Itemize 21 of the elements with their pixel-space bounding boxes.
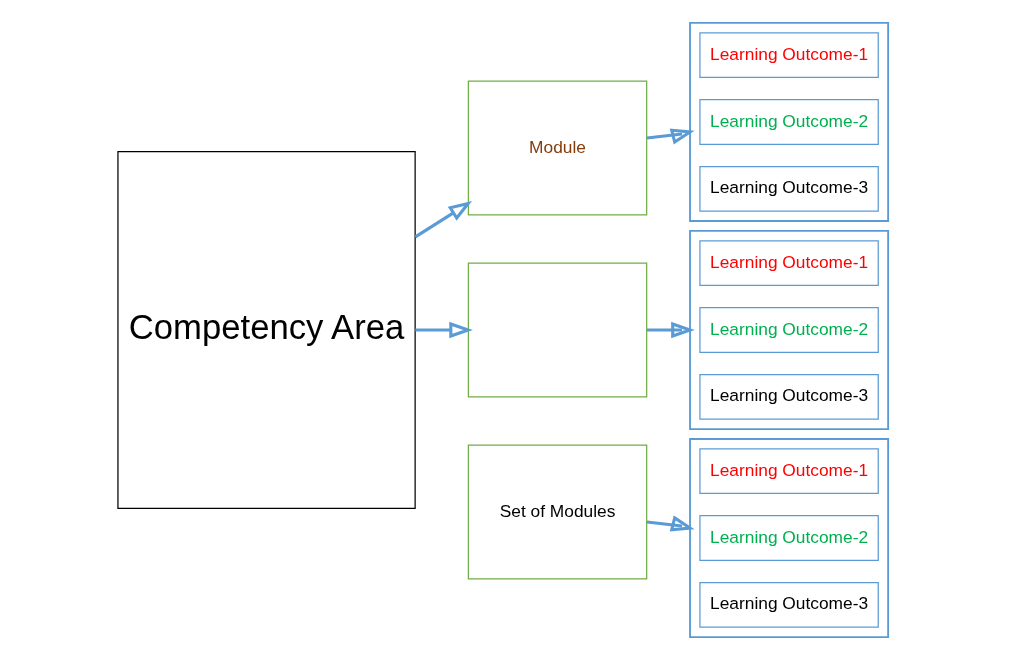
node-box: Module — [467, 80, 647, 216]
node-box: Learning Outcome-3 — [698, 582, 879, 628]
node-box: Learning Outcome-3 — [698, 165, 879, 212]
node-box: Learning Outcome-1 — [698, 32, 879, 79]
node-box: Learning Outcome-2 — [698, 515, 879, 561]
cluster — [688, 22, 889, 222]
cluster — [688, 438, 889, 638]
arrow — [414, 201, 472, 239]
node-box: Learning Outcome-1 — [698, 240, 879, 287]
node-box: Set of Modules — [467, 444, 647, 580]
arrow — [646, 321, 695, 339]
node-box: Competency Area — [116, 151, 416, 509]
node-box: Learning Outcome-3 — [698, 373, 879, 420]
cluster — [688, 230, 889, 430]
arrow — [414, 321, 473, 339]
arrow — [646, 515, 695, 532]
node-box: Learning Outcome-2 — [698, 307, 879, 353]
node-box: Learning Outcome-2 — [698, 99, 879, 145]
node-box: Learning Outcome-1 — [698, 448, 879, 495]
node-box — [467, 262, 647, 398]
arrow — [646, 128, 695, 145]
